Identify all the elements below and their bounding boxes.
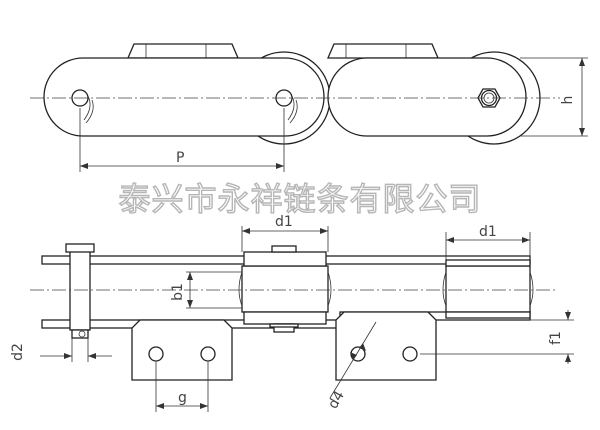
pin-left <box>69 247 91 331</box>
chain-side-view: P h <box>30 43 588 172</box>
dim-roller-dia-right-label: d1 <box>479 224 497 240</box>
dim-roller-width-label: b1 <box>170 283 186 301</box>
dim-attachment-offset-label: f1 <box>548 331 564 345</box>
roller-right <box>445 265 531 313</box>
attachment-bracket-right <box>335 311 437 381</box>
dim-attachment-hole-label: d4 <box>325 388 348 411</box>
chain-plan-view: d1 d1 b1 d2 f1 d4 <box>10 214 574 412</box>
roller-center <box>241 265 329 313</box>
attachment-bracket-left <box>131 319 233 381</box>
dim-hole-spacing-label: g <box>178 390 187 406</box>
dim-pin-dia-label: d2 <box>10 343 26 361</box>
dim-height-label: h <box>560 96 576 105</box>
dim-roller-dia-top-label: d1 <box>275 214 293 230</box>
top-attachment-tab-right <box>327 43 439 59</box>
dim-pitch-label: P <box>176 150 184 166</box>
top-attachment-tab-left <box>127 43 239 59</box>
link-plate-left <box>43 57 325 137</box>
link-plate-right <box>327 57 527 137</box>
company-watermark: 泰兴市永祥链条有限公司 <box>118 180 481 218</box>
